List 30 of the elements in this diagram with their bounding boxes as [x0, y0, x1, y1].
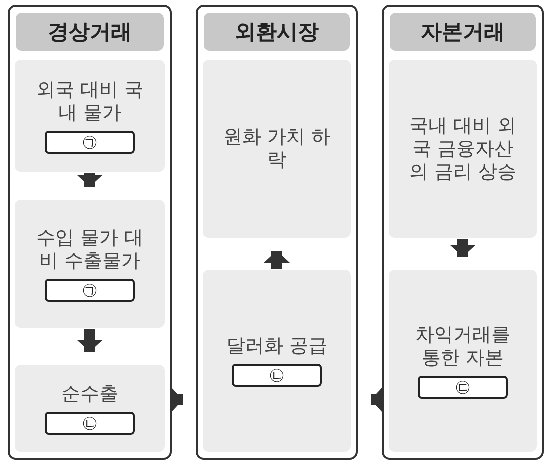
process-box [15, 60, 165, 172]
column-panel [8, 5, 172, 460]
process-box [389, 60, 537, 238]
process-box [203, 270, 351, 452]
column-heading: 외환시장 [204, 13, 350, 51]
process-box [15, 200, 165, 328]
arrow [450, 239, 476, 257]
box-text: 외국 대비 국내 물가 [35, 78, 145, 124]
column-panel [196, 5, 358, 460]
answer-box: ㉠ [45, 130, 135, 154]
box-text: 수입 물가 대비 수출물가 [35, 226, 145, 272]
arrow [77, 329, 103, 352]
arrow [371, 387, 383, 413]
arrow [77, 173, 103, 187]
column-heading: 경상거래 [16, 13, 164, 51]
column-heading: 자본거래 [390, 13, 536, 51]
box-text: 순수출 [60, 382, 120, 406]
box-text: 달러화 공급 [225, 335, 329, 358]
arrow [171, 387, 183, 413]
process-box [15, 365, 165, 452]
answer-box: ㉠ [45, 278, 135, 302]
arrow [264, 251, 290, 269]
answer-box: ㉡ [232, 364, 322, 387]
answer-box: ㉡ [45, 412, 135, 434]
box-text: 원화 가치 하락 [222, 126, 332, 172]
process-box [389, 270, 537, 452]
answer-box: ㉢ [418, 376, 508, 398]
column-panel [382, 5, 544, 460]
box-text: 국내 대비 외국 금융자산의 금리 상승 [408, 114, 518, 184]
box-text: 차익거래를 통한 자본 [414, 324, 512, 370]
